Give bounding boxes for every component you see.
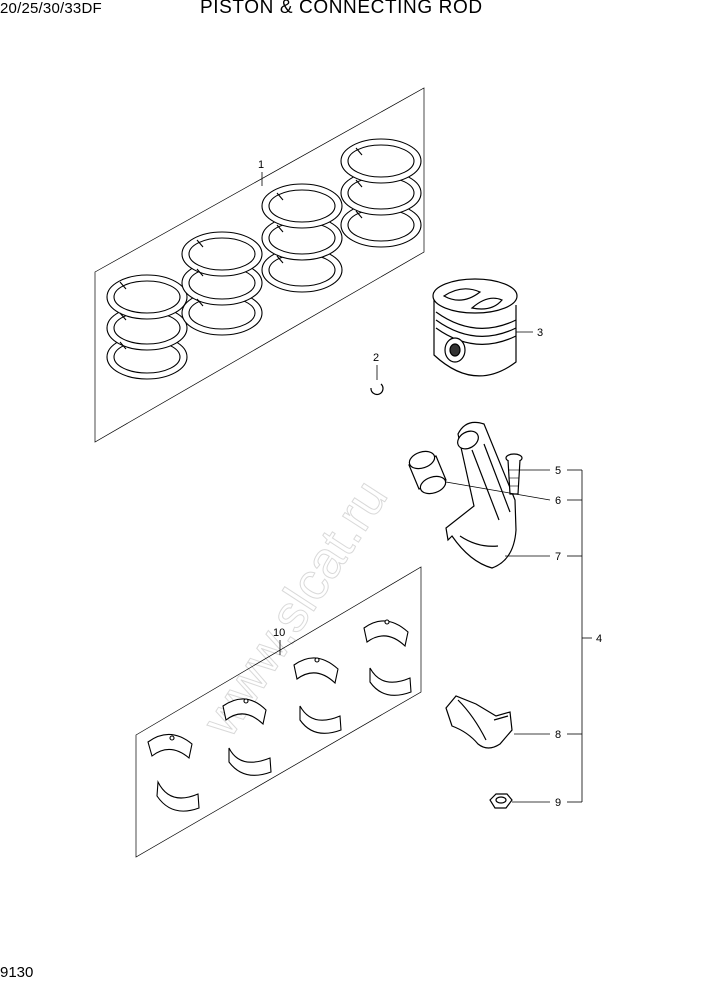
upper-shells [147,619,409,760]
callout-6: 6 [555,495,561,507]
connecting-rod-cap [445,695,513,749]
callout-3: 3 [537,327,543,339]
ring-set-4 [340,138,422,248]
callout-1: 1 [258,159,264,171]
piston [432,278,533,377]
callout-7: 7 [555,551,561,563]
ring-set-2 [181,231,263,336]
callout-4: 4 [596,633,602,645]
page-number: 9130 [0,964,34,981]
callout-8: 8 [555,729,561,741]
bearing-group-frame [135,566,422,858]
callout-leaders [445,469,592,803]
watermark-text: www.slcat.ru [191,470,399,747]
callout-9: 9 [555,797,561,809]
piston-pin-bushing [408,450,447,495]
snap-ring [370,365,384,396]
connecting-rod [445,421,517,569]
callout-labels: 1 2 3 4 5 6 7 8 9 10 [258,159,602,809]
hex-nut [489,793,513,809]
callout-5: 5 [555,465,561,477]
ring-set-1 [106,274,188,380]
callout-10: 10 [273,627,285,639]
ring-group-frame [94,87,425,443]
model-code: 20/25/30/33DF [0,0,102,17]
lower-shells [156,667,412,812]
piston-ring-sets [94,87,425,443]
callout-2: 2 [373,352,379,364]
page-title: PISTON & CONNECTING ROD [200,0,483,18]
crankshaft-bearing-set [135,566,422,858]
ring-set-3 [261,183,343,293]
watermark: www.slcat.ru [190,470,399,748]
